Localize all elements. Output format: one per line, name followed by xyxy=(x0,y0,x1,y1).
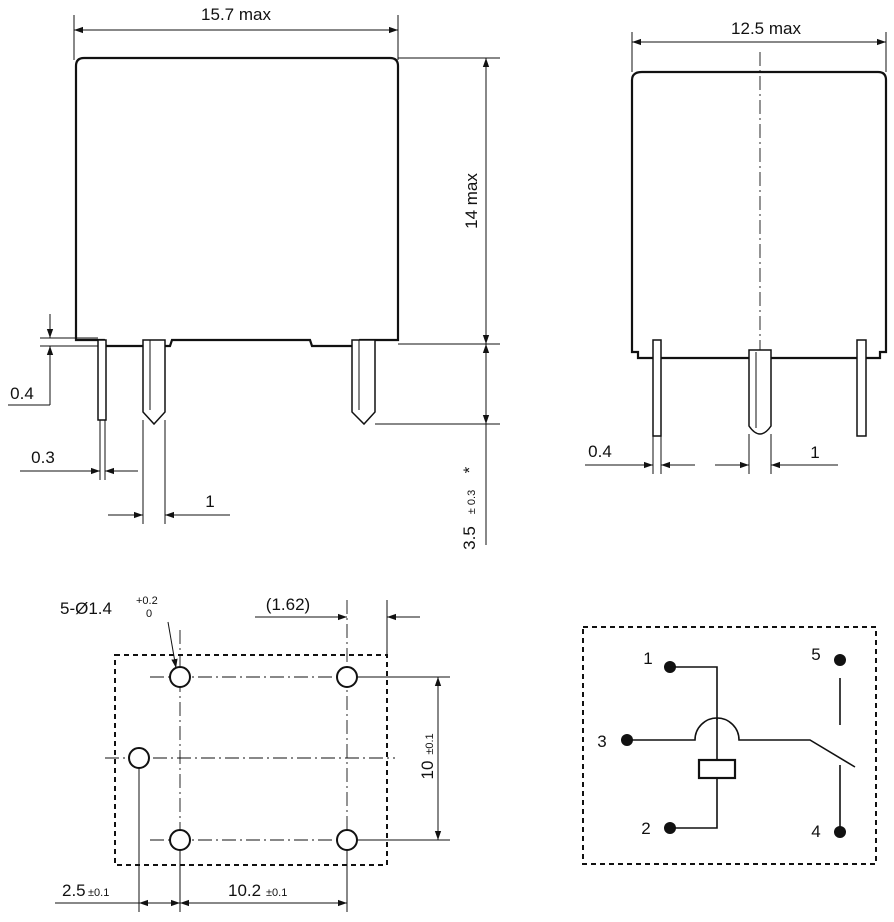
terminal-4-label: 4 xyxy=(811,822,820,841)
terminal-3-label: 3 xyxy=(597,732,606,751)
hole-tol-upper: +0.2 xyxy=(136,595,158,607)
svg-text:2.5: 2.5 xyxy=(62,881,86,900)
hole-4 xyxy=(336,829,358,851)
pin-length-label: 3.5 ± 0.3 * xyxy=(460,466,479,550)
terminal-2-label: 2 xyxy=(641,819,650,838)
svg-text:*: * xyxy=(460,466,479,473)
svg-text:±0.1: ±0.1 xyxy=(88,887,109,899)
pitch-top-label: (1.62) xyxy=(266,595,310,614)
hole-5 xyxy=(336,666,358,688)
footprint-height-label: 10 ±0.1 xyxy=(418,733,437,779)
pin-offset-label: 0.4 xyxy=(10,384,34,403)
svg-text:±0.1: ±0.1 xyxy=(424,733,436,754)
svg-text:10.2: 10.2 xyxy=(228,881,261,900)
relay-body-side xyxy=(630,70,888,360)
wiring-schematic: 1 2 3 4 5 xyxy=(582,626,877,865)
hole-tol-lower: 0 xyxy=(146,608,152,620)
armature-switch xyxy=(627,717,856,768)
terminal-5-dot xyxy=(834,654,846,666)
side-pin-thickness-label: 0.4 xyxy=(588,442,612,461)
terminal-5-label: 5 xyxy=(811,645,820,664)
side-pin-left xyxy=(652,339,662,437)
svg-text:±0.1: ±0.1 xyxy=(266,887,287,899)
front-view: 15.7 max 14 max 3.5 ± 0.3 * 0.4 xyxy=(8,5,500,550)
side-pin-right xyxy=(856,339,867,437)
side-pin-width-label: 1 xyxy=(810,443,819,462)
svg-text:10: 10 xyxy=(418,761,437,780)
pcb-footprint: 5-Ø1.4 +0.2 0 (1.62) 10 ±0.1 2.5 ±0.1 10… xyxy=(55,595,450,912)
pin-thickness-label: 0.3 xyxy=(31,448,55,467)
front-pin-middle xyxy=(142,339,166,426)
hole-callout-label: 5-Ø1.4 xyxy=(60,599,112,618)
footprint-outline xyxy=(114,654,388,866)
front-width-label: 15.7 max xyxy=(201,5,271,24)
terminal-1-label: 1 xyxy=(643,649,652,668)
svg-text:3.5: 3.5 xyxy=(460,526,479,550)
schematic-outline xyxy=(582,626,877,865)
side-width-label: 12.5 max xyxy=(731,19,801,38)
hole-1 xyxy=(169,666,191,688)
front-height-label: 14 max xyxy=(462,173,481,229)
side-view: 12.5 max 0.4 1 xyxy=(585,19,888,474)
coil-symbol xyxy=(697,758,737,780)
front-pin-left xyxy=(97,339,107,421)
side-pin-middle xyxy=(748,349,772,435)
footprint-span-label: 10.2 ±0.1 xyxy=(228,881,287,900)
front-pin-right xyxy=(351,339,376,426)
hole-3 xyxy=(128,747,150,769)
terminal-4-dot xyxy=(834,826,846,838)
footprint-left-label: 2.5 ±0.1 xyxy=(62,881,109,900)
pin-width-label: 1 xyxy=(205,492,214,511)
terminal-2-dot xyxy=(664,822,676,834)
hole-2 xyxy=(169,829,191,851)
relay-body-front xyxy=(74,56,400,348)
svg-text:± 0.3: ± 0.3 xyxy=(466,490,478,514)
